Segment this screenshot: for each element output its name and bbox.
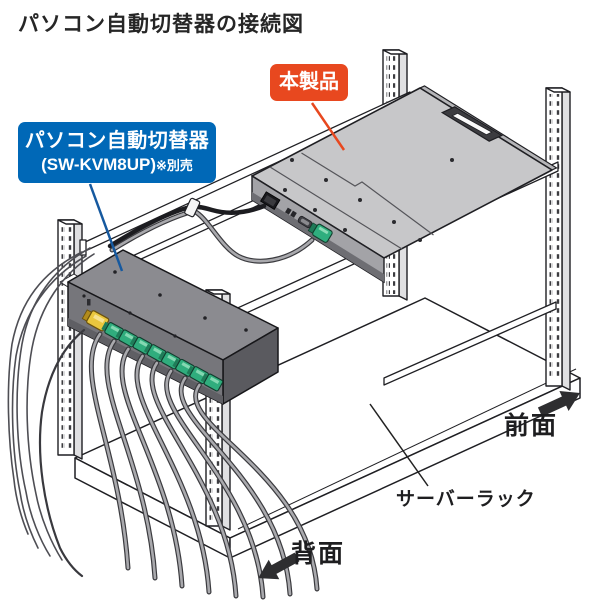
front-label: 前面 (504, 412, 559, 440)
front-arrow-icon (537, 391, 580, 417)
console-screws (283, 158, 454, 242)
kvm-connectors-green (101, 321, 224, 392)
kvm-power-switch (87, 299, 91, 306)
console-handle (440, 106, 504, 142)
product-callout-label: 本製品 (279, 71, 339, 93)
kvm-screws (113, 270, 248, 338)
cable-clip (184, 197, 201, 218)
kvm-callout-note: ※別売 (155, 158, 193, 173)
page-title: パソコン自動切替器の接続図 (18, 13, 304, 36)
sphd-connector (143, 343, 167, 363)
thin-cables (7, 247, 95, 578)
sphd-connector-console (307, 222, 333, 243)
back-label: 背面 (291, 540, 346, 568)
product-callout: 本製品 (270, 64, 348, 101)
usb-ports (284, 207, 297, 218)
rack-post-front-right (545, 87, 571, 391)
kvm-power-led (82, 294, 86, 298)
kvm-callout-line2: (SW-KVM8UP)※別売 (41, 155, 193, 174)
rack-label: サーバーラック (396, 489, 536, 510)
rack-leader-line (369, 403, 429, 487)
product-leader-line (310, 102, 346, 151)
kvm-leader-line (88, 183, 124, 272)
back-arrow-icon (258, 552, 300, 580)
power-inlet (260, 191, 281, 210)
server-cables (88, 331, 320, 600)
sphd-connector (200, 373, 224, 392)
kvm-callout: パソコン自動切替器 (SW-KVM8UP)※別売 (18, 122, 216, 184)
kvm-callout-line1: パソコン自動切替器 (24, 130, 210, 152)
